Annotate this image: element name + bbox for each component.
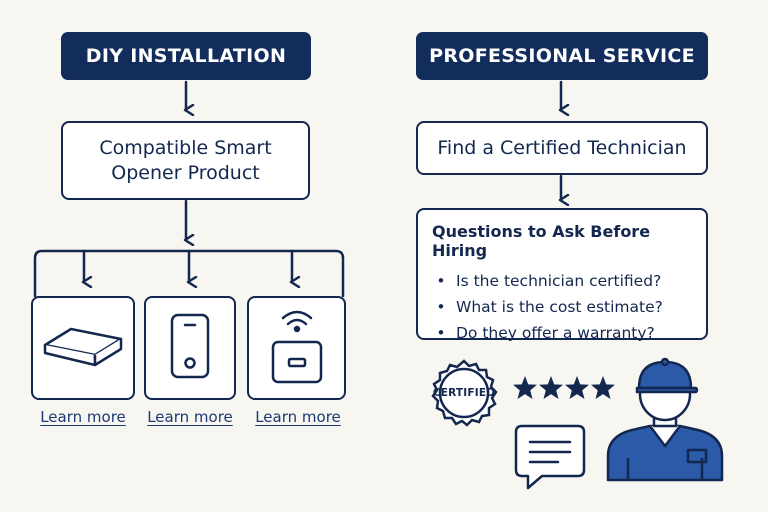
questions-title: Questions to Ask Before Hiring	[432, 222, 651, 260]
list-item: •What is the cost estimate?	[432, 294, 690, 320]
diy-header-label: DIY INSTALLATION	[85, 45, 287, 67]
list-item: •Is the technician certified?	[432, 268, 690, 294]
pro-header-label: PROFESSIONAL SERVICE	[429, 45, 695, 67]
opener-unit-icon	[41, 321, 125, 375]
questions-box: Questions to Ask Before Hiring •Is the t…	[416, 208, 708, 342]
learn-more-link-2[interactable]: Learn more	[147, 408, 233, 426]
product-box: Compatible Smart Opener Product	[61, 121, 310, 200]
question-text: Is the technician certified?	[456, 272, 662, 290]
find-technician-box: Find a Certified Technician	[416, 121, 708, 175]
question-text: What is the cost estimate?	[456, 298, 663, 316]
product-title: Compatible Smart Opener Product	[99, 136, 272, 184]
certified-badge-icon: CERTIFIED	[426, 358, 502, 434]
product-card-keypad[interactable]	[247, 296, 346, 400]
wifi-keypad-icon	[265, 304, 329, 392]
list-item: •Do they offer a warranty?	[432, 320, 690, 346]
pro-header: PROFESSIONAL SERVICE	[416, 32, 708, 80]
product-card-phone[interactable]	[144, 296, 236, 400]
badge-label: CERTIFIED	[432, 387, 496, 399]
star-rating-icon	[512, 375, 616, 401]
learn-more-link-3[interactable]: Learn more	[255, 408, 341, 426]
questions-list: •Is the technician certified? •What is t…	[432, 268, 690, 346]
diy-header: DIY INSTALLATION	[61, 32, 311, 80]
learn-more-link-1[interactable]: Learn more	[40, 408, 126, 426]
question-text: Do they offer a warranty?	[456, 324, 655, 342]
smartphone-icon	[168, 311, 212, 385]
technician-icon	[604, 350, 726, 482]
find-technician-title: Find a Certified Technician	[437, 136, 687, 159]
product-card-opener[interactable]	[31, 296, 135, 400]
chat-bubble-icon	[512, 420, 592, 496]
